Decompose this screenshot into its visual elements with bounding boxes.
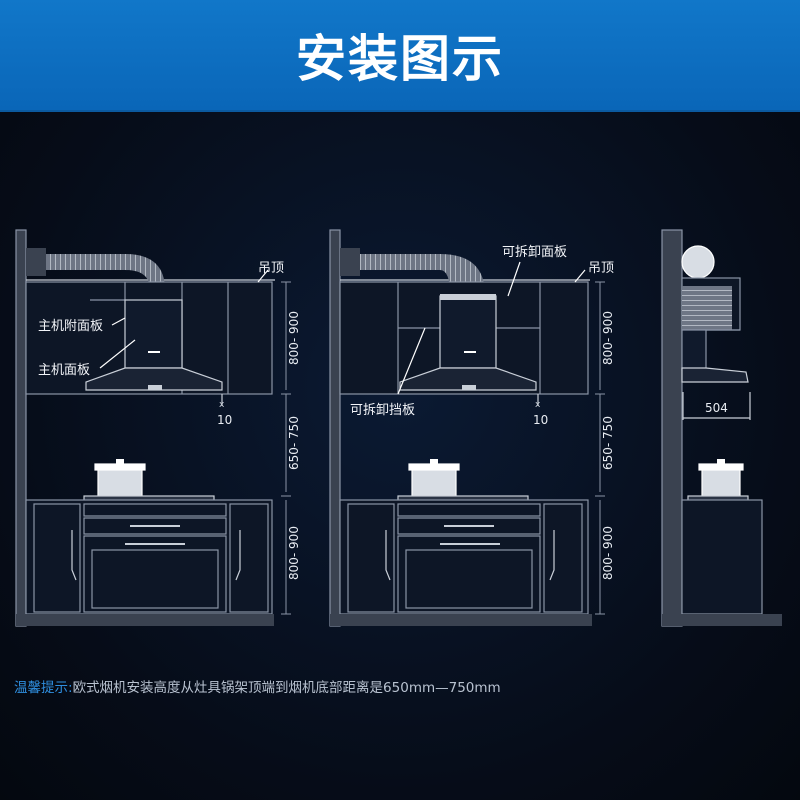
upper-range-middle: 800- 900: [601, 311, 615, 365]
tip-text: 欧式烟机安装高度从灶具锅架顶端到烟机底部距离是650mm—750mm: [72, 680, 501, 696]
title-banner: 安装图示: [0, 0, 800, 112]
base-range-middle: 800- 900: [601, 526, 615, 580]
duct-outlet: [681, 245, 715, 279]
dimensions-left: [281, 281, 291, 615]
hood-range-left: 650- 750: [287, 416, 301, 470]
pot: [408, 459, 460, 497]
ceiling-label-middle: 吊顶: [588, 261, 614, 276]
base-cabinet: [25, 499, 273, 615]
removable-panel-label: 可拆卸面板: [502, 244, 567, 260]
gap-label-left: 10: [217, 413, 232, 427]
pot: [94, 459, 146, 497]
svg-text:x: x: [219, 400, 225, 410]
gap-label-middle: 10: [533, 413, 548, 427]
ceiling-beam: [26, 248, 46, 276]
hood-chimney: [439, 295, 497, 369]
front-view-middle: x: [329, 229, 592, 627]
installation-tip: 温馨提示:欧式烟机安装高度从灶具锅架顶端到烟机底部距离是650mm—750mm: [14, 676, 501, 696]
hood-range-middle: 650- 750: [601, 416, 615, 470]
svg-text:x: x: [535, 400, 541, 410]
front-view-left: x: [15, 229, 275, 627]
hood-chimney: [124, 299, 183, 369]
main-panel-label: 主机面板: [38, 363, 90, 378]
tip-label: 温馨提示:: [14, 680, 73, 696]
baffle-label: 可拆卸挡板: [350, 402, 415, 418]
left-wall: [15, 229, 27, 627]
exhaust-duct: [46, 254, 165, 290]
pot: [698, 459, 744, 497]
depth-label: 504: [705, 401, 728, 415]
page-title: 安装图示: [296, 30, 504, 88]
upper-range-left: 800- 900: [287, 311, 301, 365]
ceiling-label-left: 吊顶: [258, 261, 284, 276]
side-panel-label: 主机附面板: [38, 319, 103, 334]
dimensions-middle: [595, 281, 605, 615]
side-view-right: [661, 229, 782, 627]
hood-canopy: [85, 367, 223, 391]
oven: [83, 535, 227, 613]
hood-canopy: [399, 367, 537, 391]
base-range-left: 800- 900: [287, 526, 301, 580]
